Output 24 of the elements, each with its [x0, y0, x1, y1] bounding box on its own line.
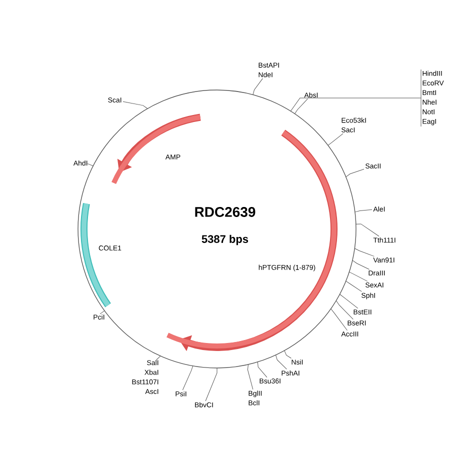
leader-line [328, 133, 344, 146]
leader-line [182, 366, 194, 390]
leader-line [330, 308, 348, 331]
leader-line [356, 224, 380, 236]
leader-line [276, 354, 287, 370]
leader-line [88, 164, 94, 166]
leader-line [252, 78, 263, 95]
leader-line [346, 168, 364, 178]
leader-line [336, 300, 354, 320]
leader-line [257, 362, 268, 378]
leader-line [156, 356, 161, 360]
leader-line [290, 69, 422, 127]
leader-line [352, 260, 370, 270]
leader-line [294, 98, 308, 114]
leader-line [247, 364, 254, 390]
leader-line [348, 272, 368, 282]
leader-line [346, 280, 362, 292]
leader-line [354, 248, 374, 257]
leader-line [339, 294, 358, 309]
leader-line [354, 209, 372, 212]
leader-line [284, 350, 292, 358]
leader-line [122, 101, 148, 109]
leader-line [100, 310, 105, 314]
leader-line [205, 368, 218, 402]
